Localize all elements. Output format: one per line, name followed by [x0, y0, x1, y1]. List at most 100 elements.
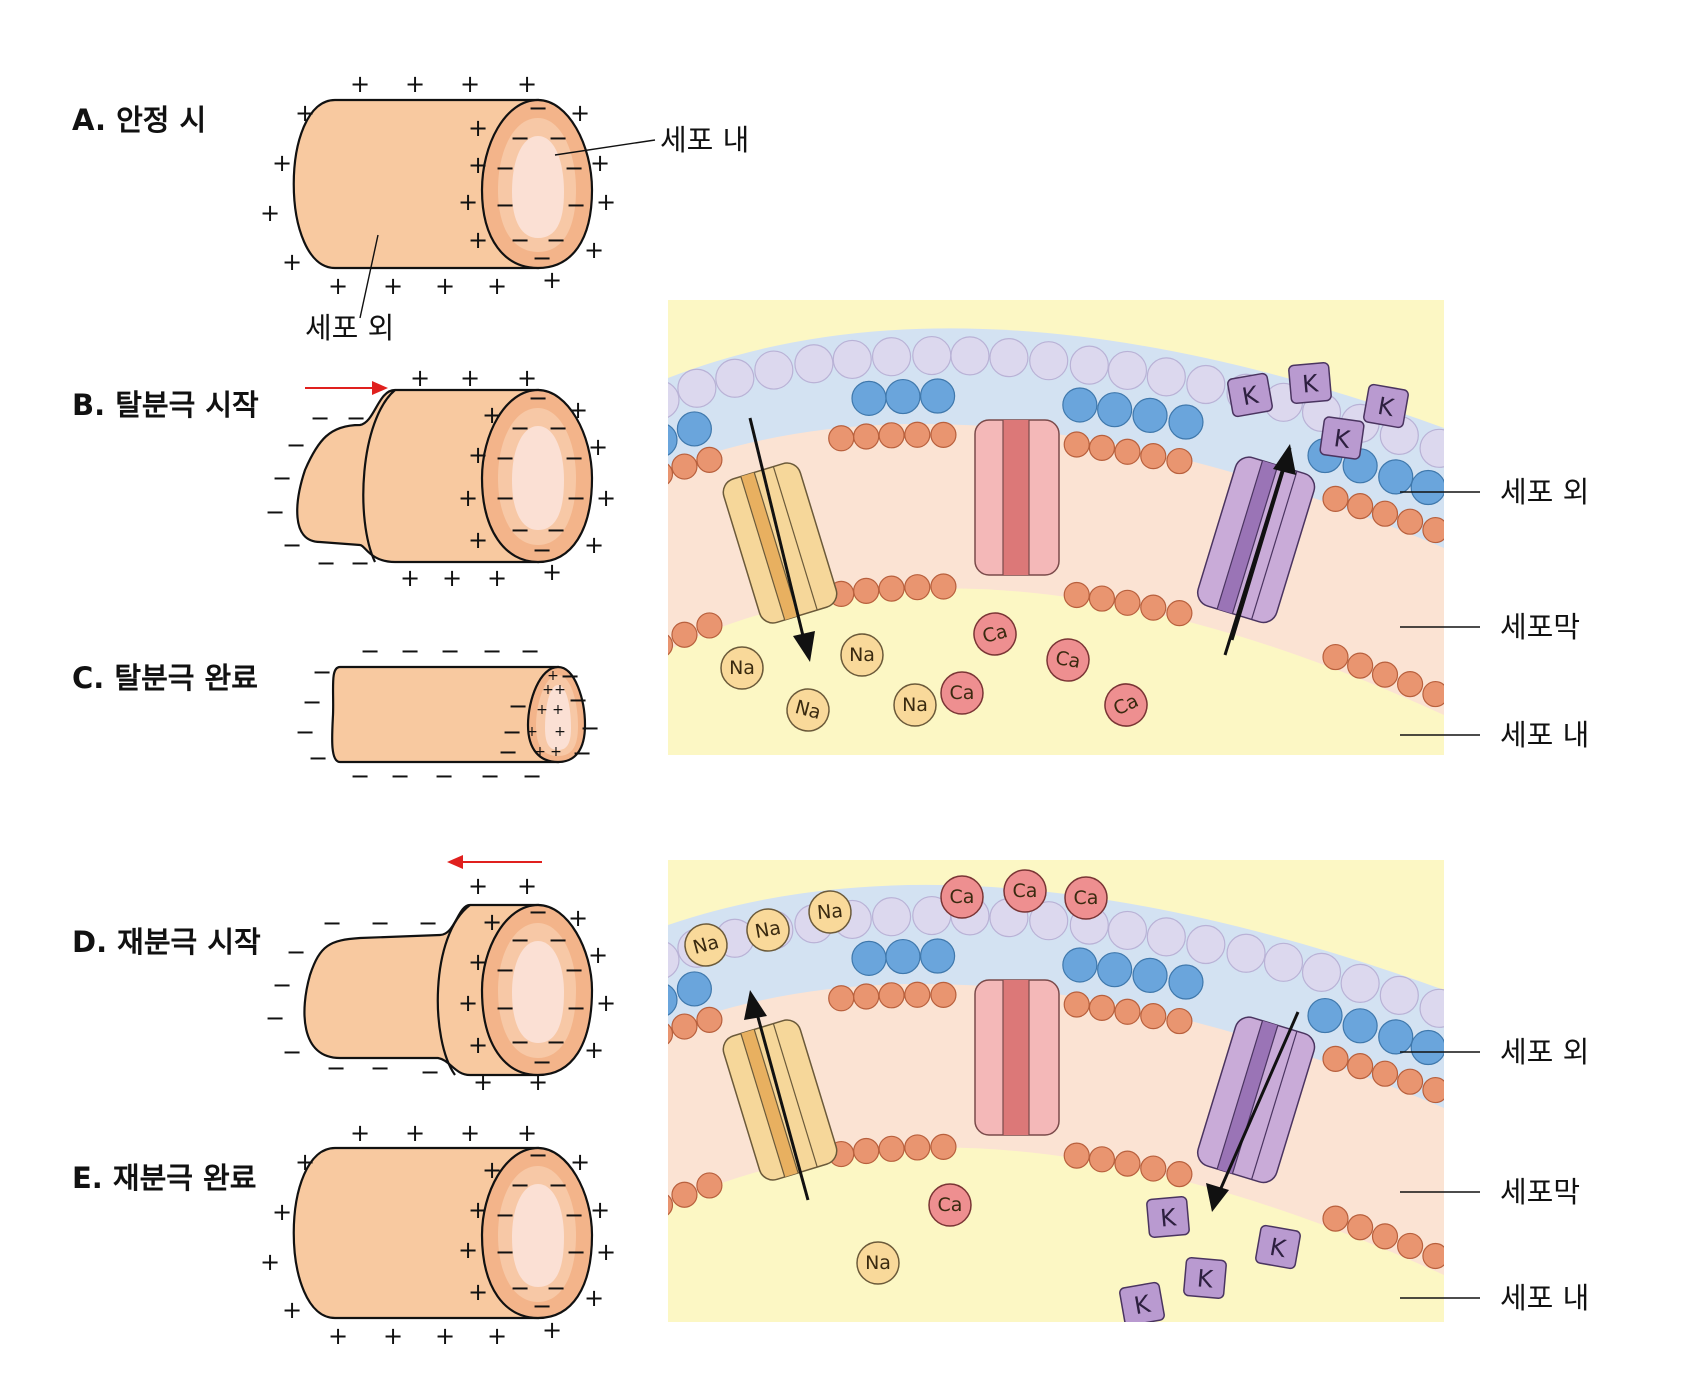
lipid-head	[1410, 1029, 1444, 1066]
minus-sign: −	[546, 1274, 566, 1302]
lipid-head	[1347, 493, 1374, 520]
plus-sign: +	[405, 70, 425, 98]
minus-sign: −	[286, 431, 306, 459]
plus-sign: +	[534, 744, 546, 760]
lipid-head	[1140, 1003, 1167, 1030]
lipid-head	[904, 574, 931, 601]
callout-outside-bottom: 세포 외	[1500, 1035, 1589, 1069]
minus-sign: −	[548, 124, 568, 152]
svg-text:K: K	[1301, 369, 1320, 398]
lipid-head	[1146, 917, 1186, 957]
lipid-head	[668, 984, 678, 1016]
cell-b-depolarizing: +++++++++++++++−−−−−−−−−−−−−−−−−−	[265, 364, 616, 592]
lipid-head	[668, 463, 674, 485]
lipid-head	[1186, 364, 1226, 405]
minus-sign: −	[418, 909, 438, 937]
lipid-head	[1114, 998, 1141, 1025]
lipid-head	[1378, 1019, 1414, 1055]
potassium-ion: K	[1227, 372, 1273, 418]
minus-sign: −	[548, 926, 568, 954]
lipid-head	[1347, 652, 1374, 679]
plus-sign: +	[542, 266, 562, 294]
calcium-ion: Ca	[1003, 869, 1047, 913]
lipid-head	[851, 940, 887, 976]
minus-sign: −	[548, 414, 568, 442]
minus-sign: −	[566, 484, 586, 512]
minus-sign: −	[346, 404, 366, 432]
lipid-head	[1063, 431, 1090, 458]
svg-text:Ca: Ca	[1054, 647, 1082, 673]
stage-label-c: C. 탈분극 완료	[72, 661, 258, 695]
minus-sign: −	[566, 994, 586, 1022]
lipid-head	[754, 350, 794, 390]
calcium-ion: Ca	[1064, 876, 1108, 920]
minus-sign: −	[566, 191, 586, 219]
minus-sign: −	[510, 1028, 530, 1056]
callout-membrane-bottom: 세포막	[1500, 1175, 1580, 1209]
plus-sign: +	[536, 702, 548, 718]
plus-sign: +	[282, 248, 302, 276]
minus-sign: −	[495, 994, 515, 1022]
lipid-head	[878, 422, 905, 449]
plus-sign: +	[282, 1296, 302, 1324]
sodium-efflux-arrow-icon	[744, 990, 767, 1020]
callout-outside-top: 세포 외	[1500, 475, 1589, 509]
minus-sign: −	[510, 226, 530, 254]
cell-a-resting: 세포 내 세포 외 +++++++++++++++++++++−−−−−−−−−…	[260, 70, 749, 345]
lipid-head	[878, 982, 905, 1009]
potassium-influx-arrow-icon	[1206, 1183, 1229, 1212]
lipid-head	[1063, 1142, 1090, 1169]
plus-sign: +	[517, 70, 537, 98]
lipid-head	[1410, 469, 1444, 506]
lipid-head	[668, 1194, 674, 1216]
plus-sign: +	[596, 484, 616, 512]
lipid-head	[1114, 589, 1141, 616]
plus-sign: +	[458, 484, 478, 512]
callout-inside-a: 세포 내	[660, 123, 749, 157]
lipid-head	[1322, 643, 1349, 671]
lipid-head	[668, 634, 674, 656]
lipid-head	[1166, 1161, 1193, 1188]
plus-sign: +	[584, 236, 604, 264]
lipid-head	[671, 1013, 698, 1040]
minus-sign: −	[528, 384, 548, 412]
panel-callouts-bottom: 세포 외 세포막 세포 내	[1400, 1035, 1589, 1315]
plus-sign: +	[468, 872, 488, 900]
plus-sign: +	[584, 1284, 604, 1312]
svg-text:Na: Na	[902, 694, 928, 716]
lipid-head	[1301, 952, 1342, 992]
minus-sign: −	[546, 226, 566, 254]
lipid-head	[904, 1134, 931, 1161]
minus-sign: −	[440, 637, 460, 665]
lipid-head	[1097, 952, 1133, 988]
sodium-ion: Na	[893, 683, 937, 727]
minus-sign: −	[528, 1141, 548, 1169]
calcium-ion: Ca	[940, 875, 984, 919]
minus-sign: −	[420, 1058, 440, 1086]
lipid-head	[671, 453, 698, 480]
minus-sign: −	[522, 762, 542, 790]
lipid-head	[1088, 1146, 1116, 1173]
minus-sign: −	[572, 739, 592, 767]
plus-sign: +	[570, 99, 590, 127]
minus-sign: −	[510, 926, 530, 954]
lipid-head	[1396, 670, 1424, 698]
plus-sign: +	[487, 272, 507, 300]
lipid-head	[1371, 1060, 1399, 1087]
minus-sign: −	[495, 484, 515, 512]
lipid-head	[1146, 357, 1186, 397]
plus-sign: +	[542, 682, 554, 698]
plus-sign: +	[328, 272, 348, 300]
plus-sign: +	[460, 364, 480, 392]
minus-sign: −	[520, 637, 540, 665]
plus-sign: +	[410, 364, 430, 392]
sodium-ion: Na	[746, 908, 790, 952]
lipid-head	[1107, 910, 1148, 951]
lipid-head	[668, 942, 680, 978]
lipid-head	[1371, 661, 1399, 688]
lipid-head	[1263, 942, 1304, 982]
lipid-head	[1140, 594, 1167, 621]
lipid-head	[878, 1135, 905, 1162]
plus-sign: +	[260, 199, 280, 227]
